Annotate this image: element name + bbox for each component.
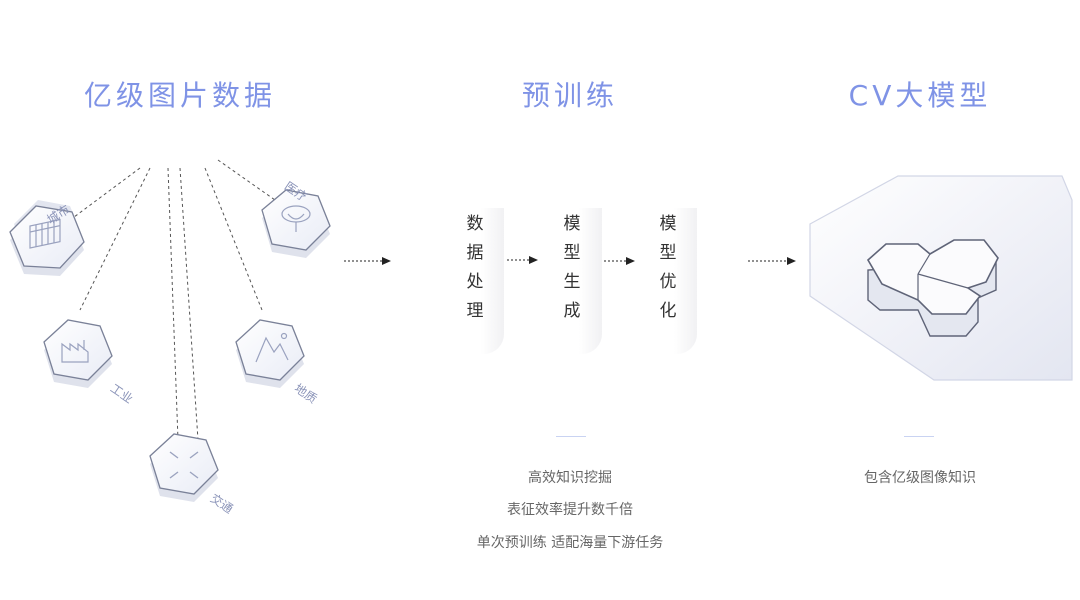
caption-pretrain-1: 高效知识挖掘 <box>528 470 612 486</box>
hex-geology <box>235 319 305 388</box>
title-billion-images: 亿级图片数据 <box>83 79 276 112</box>
cv-model-graphic <box>809 175 1073 381</box>
hex-industry <box>43 319 113 388</box>
pipeline-card-1 <box>462 208 504 354</box>
factory-icon <box>61 340 89 363</box>
pipeline-step-data-processing: 数据处理 <box>466 214 484 321</box>
mountain-icon <box>255 332 289 363</box>
pipeline-card-3 <box>655 208 697 354</box>
title-cv-model: CV大模型 <box>848 79 992 112</box>
hex-city <box>9 200 85 276</box>
hex-medical <box>261 189 331 258</box>
crossroad-icon <box>169 451 199 479</box>
stethoscope-icon <box>281 205 311 232</box>
building-icon <box>29 218 61 249</box>
divider-model <box>904 436 934 437</box>
dashed-lines <box>61 159 276 441</box>
hex-traffic <box>149 433 219 502</box>
caption-pretrain-2: 表征效率提升数千倍 <box>507 502 633 518</box>
title-pretrain: 预训练 <box>521 79 618 112</box>
caption-pretrain-3: 单次预训练 适配海量下游任务 <box>476 535 664 551</box>
pipeline-card-2 <box>560 208 602 354</box>
pipeline-step-model-optimization: 模型优化 <box>659 214 677 321</box>
divider-pretrain <box>556 436 586 437</box>
caption-model-1: 包含亿级图像知识 <box>864 470 976 486</box>
pipeline-step-model-generation: 模型生成 <box>563 214 581 321</box>
flow-arrows <box>344 256 796 265</box>
